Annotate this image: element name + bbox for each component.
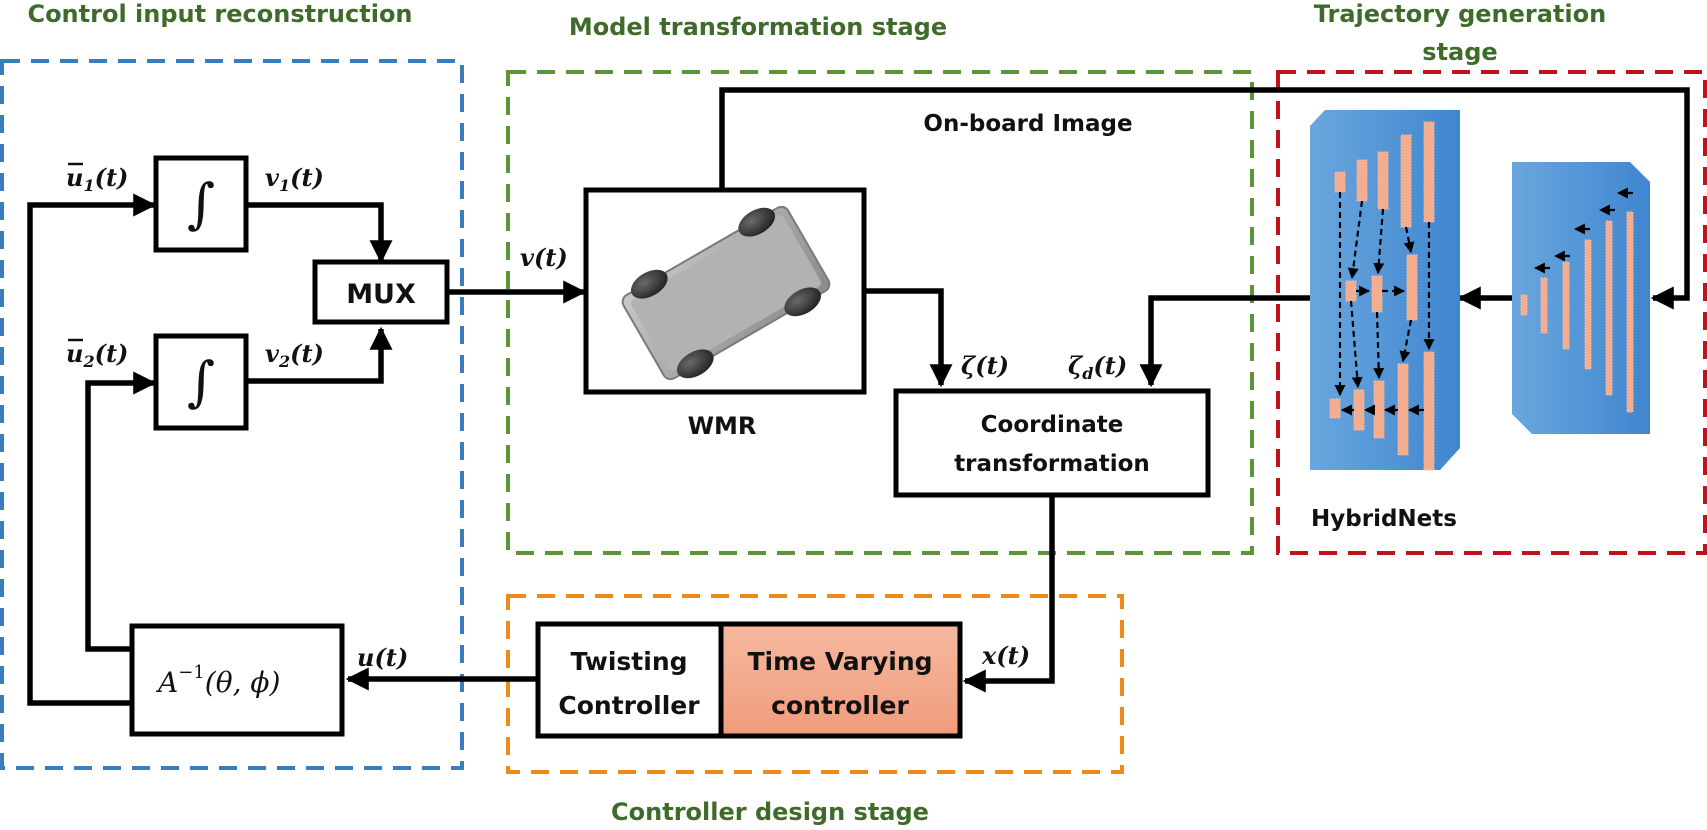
integrator-block-1[interactable]: ∫ [153,155,249,253]
wire-v2-to-mux [246,326,393,384]
wire-zeta-to-coordinate [864,288,953,388]
wmr-block[interactable] [583,187,867,395]
signal-u1bar: u1(t) [66,162,128,195]
controller-design-region [506,594,1124,774]
feature-bar [1345,280,1357,302]
stage-title-controller-design: Controller design stage [611,798,929,826]
wire-feedback-u1 [27,193,157,706]
feature-bar [1626,211,1634,413]
feature-bar [1353,389,1365,431]
feature-bar [1406,254,1418,321]
inverse-transform-block[interactable]: A−1(θ, ϕ) [129,623,345,737]
signal-u: u(t) [357,643,408,672]
feature-bar [1329,398,1341,419]
signal-zeta-d: ζd(t) [1068,351,1127,383]
control-input-region [0,59,464,770]
hybridnets-label: HybridNets [1311,506,1457,532]
signal-v2: v2(t) [265,339,324,371]
feature-bar [1371,275,1383,313]
time-varying-label-line1: Time Varying [747,647,932,676]
trajectory-generation-region [1276,70,1707,555]
mux-label: MUX [346,279,416,310]
svg-text:u2(t): u2(t) [66,339,128,371]
mux-block[interactable]: MUX [312,259,450,325]
controller-block[interactable]: Twisting Controller Time Varying control… [535,621,963,739]
feature-bar [1520,294,1528,316]
feature-bar [1540,277,1548,334]
feature-bar [1356,159,1368,202]
signal-x: x(t) [981,641,1030,670]
inverse-label: A−1(θ, ϕ) [155,662,280,699]
coordinate-label-line1: Coordinate [981,412,1124,438]
feature-bar [1334,171,1346,193]
integral-symbol-2: ∫ [187,350,215,413]
twisting-label-line2: Controller [558,691,700,720]
stage-title-trajectory-line1: Trajectory generation [1314,0,1606,28]
time-varying-label-line2: controller [771,691,909,720]
stage-title-model-transformation: Model transformation stage [569,13,947,41]
time-varying-controller-block[interactable] [718,621,963,739]
signal-u2bar: u2(t) [66,338,128,371]
hybridnets-encoder-icon[interactable] [1512,162,1650,434]
stage-title-trajectory-line2: stage [1422,38,1497,66]
stage-title-control-input: Control input reconstruction [27,0,412,28]
wire-feedback-u2 [85,371,157,652]
wire-onboard-image [719,87,1690,310]
coordinate-transformation-block[interactable]: Coordinate transformation [893,388,1211,498]
encoder-panel [1512,162,1650,434]
feature-bar [1397,363,1409,456]
wire-zetad-to-coordinate [1139,295,1310,388]
hybridnets-decoder-icon[interactable] [1310,110,1460,471]
wire-x-to-controller [962,495,1055,693]
wire-v1-to-mux [246,202,393,264]
signal-v1: v1(t) [265,163,324,195]
integrator-block-2[interactable]: ∫ [153,333,249,431]
integral-symbol-1: ∫ [187,172,215,235]
feature-bar [1584,239,1592,370]
signal-v: v(t) [520,243,568,272]
svg-text:u1(t): u1(t) [66,163,128,195]
feature-bar [1423,351,1435,471]
coordinate-label-line2: transformation [954,451,1150,477]
twisting-label-line1: Twisting [570,647,687,676]
wmr-label: WMR [688,412,757,440]
feature-bar [1605,220,1613,396]
feature-bar [1400,134,1412,228]
feature-bar [1373,380,1385,439]
onboard-image-label: On-board Image [923,111,1132,137]
feature-bar [1423,121,1435,223]
wheeled-mobile-robot-icon [621,205,831,381]
feature-bar [1377,151,1389,210]
model-transformation-region [506,70,1254,555]
feature-bar [1562,261,1570,350]
signal-zeta: ζ(t) [961,351,1009,380]
